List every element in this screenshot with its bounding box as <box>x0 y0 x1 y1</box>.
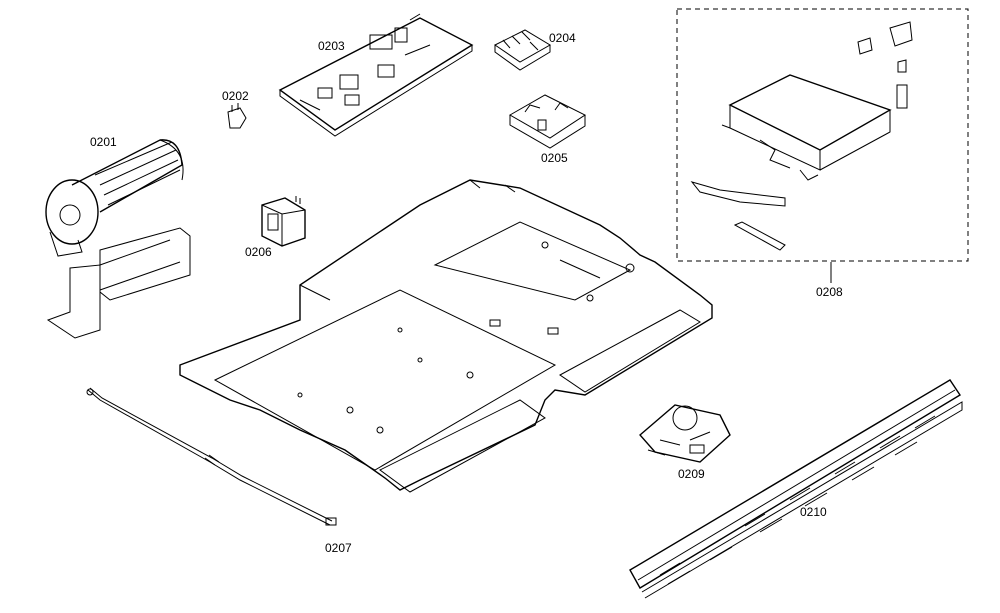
part-0202-switch <box>227 103 247 129</box>
kit-box-0208 <box>676 8 969 262</box>
part-0208-kit <box>690 21 913 251</box>
chassis-base-plate <box>179 179 713 493</box>
label-0210: 0210 <box>800 505 827 519</box>
label-0202: 0202 <box>222 89 249 103</box>
label-0208: 0208 <box>816 285 843 299</box>
part-0203-control-board <box>278 13 474 137</box>
part-0205-relay <box>508 94 587 149</box>
label-0203: 0203 <box>318 39 345 53</box>
part-0210-rail <box>629 379 963 599</box>
part-0204-terminal-block <box>494 29 551 71</box>
label-0201: 0201 <box>90 135 117 149</box>
label-0209: 0209 <box>678 467 705 481</box>
label-0204: 0204 <box>549 31 576 45</box>
label-0205: 0205 <box>541 151 568 165</box>
label-0207: 0207 <box>325 541 352 555</box>
part-0209-motor <box>639 404 731 463</box>
part-0206-transformer <box>261 196 306 247</box>
part-0201-fan-motor <box>45 139 191 339</box>
label-0206: 0206 <box>245 245 272 259</box>
part-0207-wire <box>86 387 337 526</box>
